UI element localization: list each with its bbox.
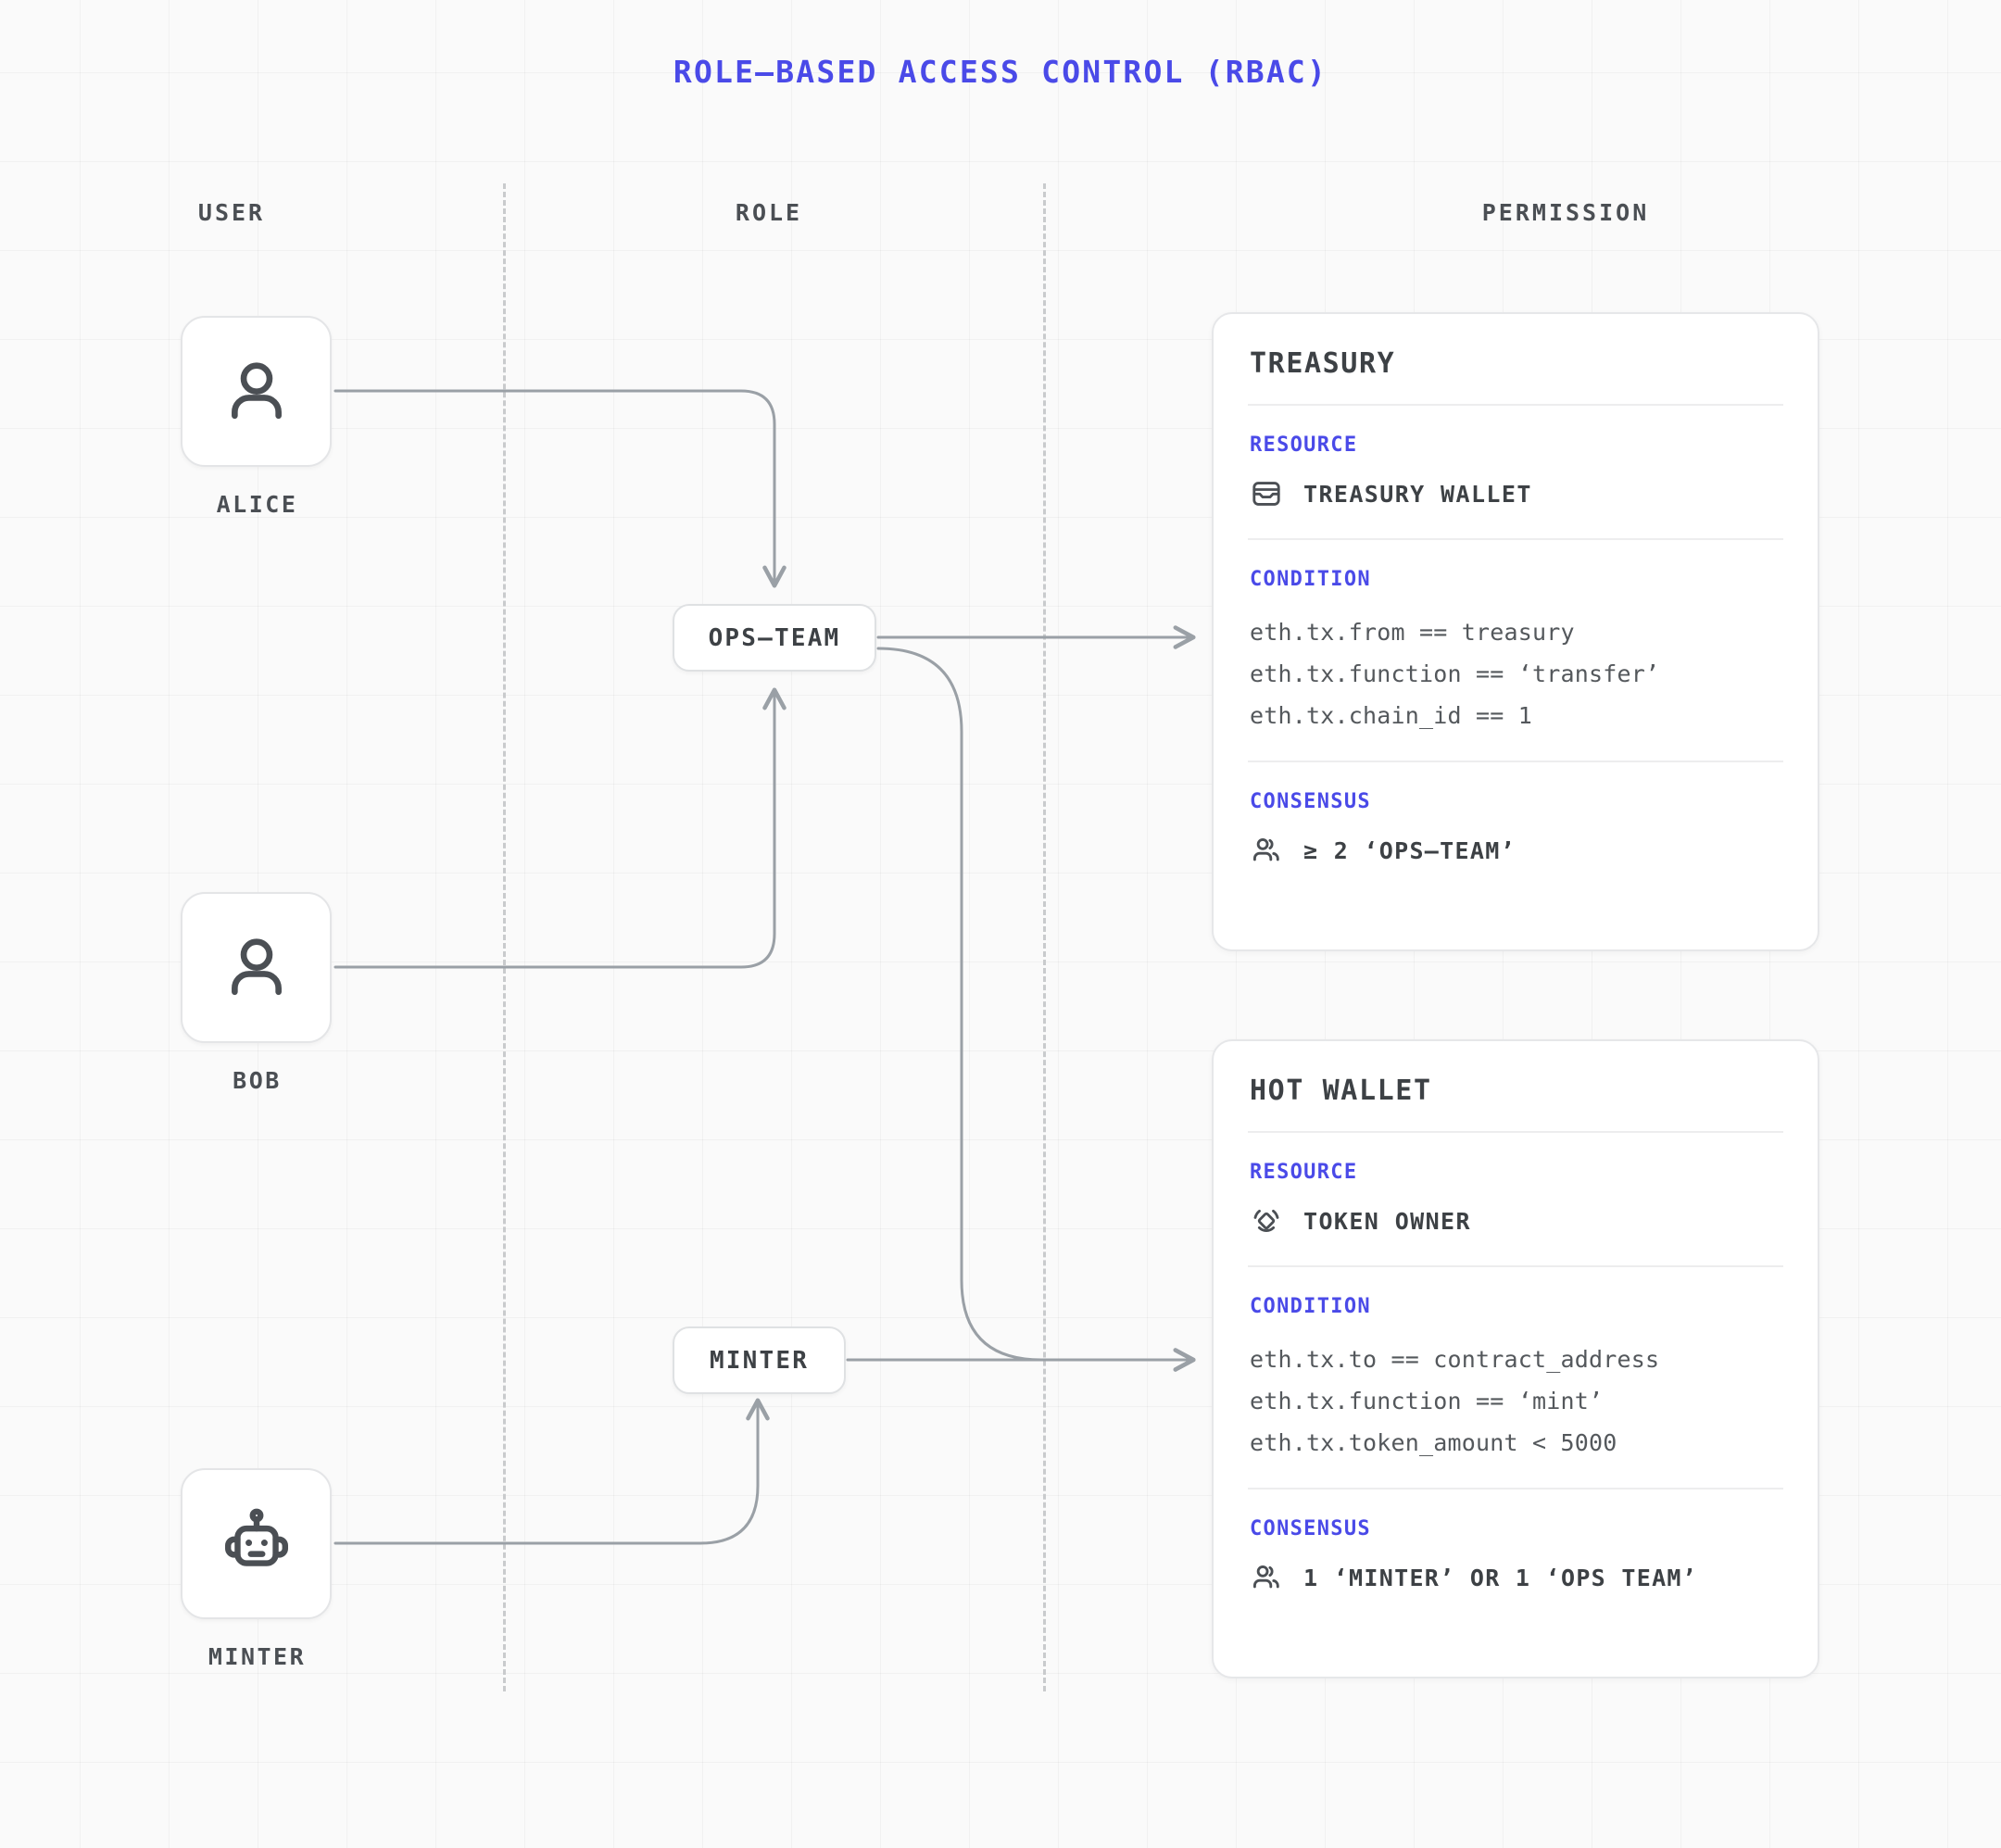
avatar xyxy=(181,892,332,1043)
divider xyxy=(1248,538,1783,540)
condition-line: eth.tx.to == contract_address xyxy=(1250,1346,1660,1373)
wire-alice-to-ops-team xyxy=(334,389,787,588)
wire-ops-team-to-hot-wallet xyxy=(876,647,1196,1372)
condition-list: eth.tx.to == contract_address eth.tx.fun… xyxy=(1248,1339,1783,1464)
role-pill-minter[interactable]: MINTER xyxy=(673,1326,846,1394)
user-node-minter[interactable]: MINTER xyxy=(181,1468,334,1670)
page-title: ROLE—BASED ACCESS CONTROL (RBAC) xyxy=(673,54,1328,90)
resource-value: TOKEN OWNER xyxy=(1303,1207,1471,1235)
column-divider-user-role xyxy=(503,183,506,1691)
consensus-value: 1 ‘MINTER’ OR 1 ‘OPS TEAM’ xyxy=(1303,1564,1698,1591)
divider xyxy=(1248,1131,1783,1133)
user-node-bob[interactable]: BOB xyxy=(181,892,334,1094)
column-header-role: ROLE xyxy=(735,199,803,226)
section-label-condition: CONDITION xyxy=(1250,568,1371,591)
section-label-consensus: CONSENSUS xyxy=(1250,790,1371,813)
section-label-resource: RESOURCE xyxy=(1250,1161,1358,1184)
user-node-alice[interactable]: ALICE xyxy=(181,316,334,518)
resource-row: TREASURY WALLET xyxy=(1250,477,1783,510)
wire-bob-to-ops-team xyxy=(334,687,787,969)
wire-minter-to-minter-role xyxy=(334,1398,770,1545)
wallet-icon xyxy=(1252,482,1280,506)
column-header-user: USER xyxy=(197,199,266,226)
condition-line: eth.tx.function == ‘transfer’ xyxy=(1250,660,1660,687)
consensus-value: ≥ 2 ‘OPS—TEAM’ xyxy=(1303,836,1516,864)
card-title: HOT WALLET xyxy=(1250,1075,1432,1107)
resource-row: TOKEN OWNER xyxy=(1250,1204,1783,1238)
role-pill-ops-team[interactable]: OPS—TEAM xyxy=(673,604,876,672)
section-label-condition: CONDITION xyxy=(1250,1295,1371,1318)
permission-card-treasury[interactable]: TREASURY RESOURCE TREASURY WALLET CONDIT… xyxy=(1212,312,1819,951)
avatar xyxy=(181,1468,332,1619)
condition-list: eth.tx.from == treasury eth.tx.function … xyxy=(1248,611,1783,736)
divider xyxy=(1248,761,1783,762)
token-icon xyxy=(1253,1209,1279,1232)
avatar xyxy=(181,316,332,467)
people-icon xyxy=(1252,1565,1279,1589)
divider xyxy=(1248,1265,1783,1267)
condition-line: eth.tx.chain_id == 1 xyxy=(1250,702,1533,729)
people-icon xyxy=(1252,838,1279,861)
user-label-alice: ALICE xyxy=(216,491,298,518)
condition-line: eth.tx.from == treasury xyxy=(1250,619,1575,646)
condition-line: eth.tx.token_amount < 5000 xyxy=(1250,1429,1617,1456)
robot-icon xyxy=(224,1508,288,1566)
person-icon xyxy=(231,937,282,995)
resource-value: TREASURY WALLET xyxy=(1303,480,1532,508)
section-label-consensus: CONSENSUS xyxy=(1250,1517,1371,1540)
card-title: TREASURY xyxy=(1250,347,1396,380)
consensus-row: ≥ 2 ‘OPS—TEAM’ xyxy=(1250,834,1783,867)
consensus-row: 1 ‘MINTER’ OR 1 ‘OPS TEAM’ xyxy=(1250,1561,1783,1594)
section-label-resource: RESOURCE xyxy=(1250,434,1358,457)
column-header-permission: PERMISSION xyxy=(1481,199,1650,226)
divider xyxy=(1248,1488,1783,1490)
person-icon xyxy=(231,361,282,419)
condition-line: eth.tx.function == ‘mint’ xyxy=(1250,1388,1604,1414)
divider xyxy=(1248,404,1783,406)
permission-card-hot-wallet[interactable]: HOT WALLET RESOURCE TOKEN OWNER CONDITIO… xyxy=(1212,1039,1819,1678)
user-label-bob: BOB xyxy=(233,1067,282,1094)
column-divider-role-permission xyxy=(1043,183,1046,1691)
user-label-minter: MINTER xyxy=(208,1643,307,1670)
